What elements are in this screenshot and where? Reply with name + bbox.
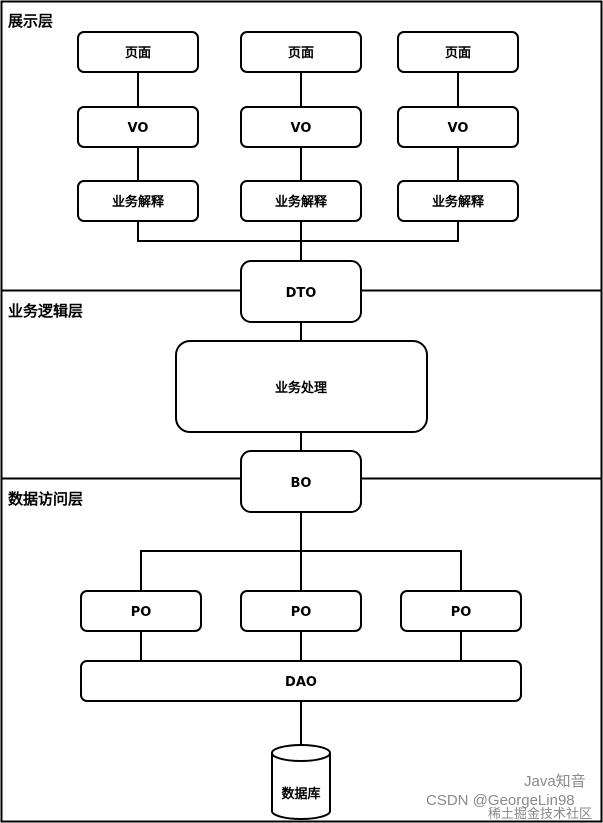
svg-text:PO: PO [131,605,152,620]
po-node: PO [80,590,202,632]
svg-text:PO: PO [451,605,472,620]
svg-text:DTO: DTO [286,286,317,301]
dao-node: DAO [80,660,522,702]
vo-node: VO [77,106,199,148]
svg-text:PO: PO [291,605,312,620]
svg-text:VO: VO [128,121,149,136]
svg-text:BO: BO [291,476,312,491]
svg-text:VO: VO [291,121,312,136]
vo-node: VO [397,106,519,148]
business-interpretation-node: 业务解释 [240,180,362,222]
svg-text:业务解释: 业务解释 [432,194,485,210]
page-node: 页面 [77,31,199,73]
presentation-layer-label: 展示层 [8,12,53,30]
watermark-csdn: CSDN @GeorgeLin98 [426,792,575,809]
svg-text:业务解释: 业务解释 [275,194,328,210]
page-node: 页面 [240,31,362,73]
svg-text:DAO: DAO [285,675,317,690]
page-node: 页面 [397,31,519,73]
svg-text:页面: 页面 [288,46,314,61]
database-cylinder: 数据库 [271,744,331,820]
svg-text:数据库: 数据库 [281,786,320,802]
business-layer-label: 业务逻辑层 [8,302,83,320]
svg-text:页面: 页面 [445,46,471,61]
watermark-java-zhiyin: Java知音 [524,773,586,790]
svg-text:业务处理: 业务处理 [275,380,327,396]
watermark-juejin: 稀土掘金技术社区 [488,806,592,821]
svg-text:业务解释: 业务解释 [112,194,165,210]
po-node: PO [240,590,362,632]
business-interpretation-node: 业务解释 [397,180,519,222]
business-interpretation-node: 业务解释 [77,180,199,222]
svg-text:VO: VO [448,121,469,136]
dto-node: DTO [240,260,362,323]
po-node: PO [400,590,522,632]
connectors [137,72,462,745]
vo-node: VO [240,106,362,148]
data-access-layer-label: 数据访问层 [8,490,83,508]
business-processing-node: 业务处理 [175,340,428,433]
bo-node: BO [240,450,362,513]
svg-text:页面: 页面 [125,46,151,61]
